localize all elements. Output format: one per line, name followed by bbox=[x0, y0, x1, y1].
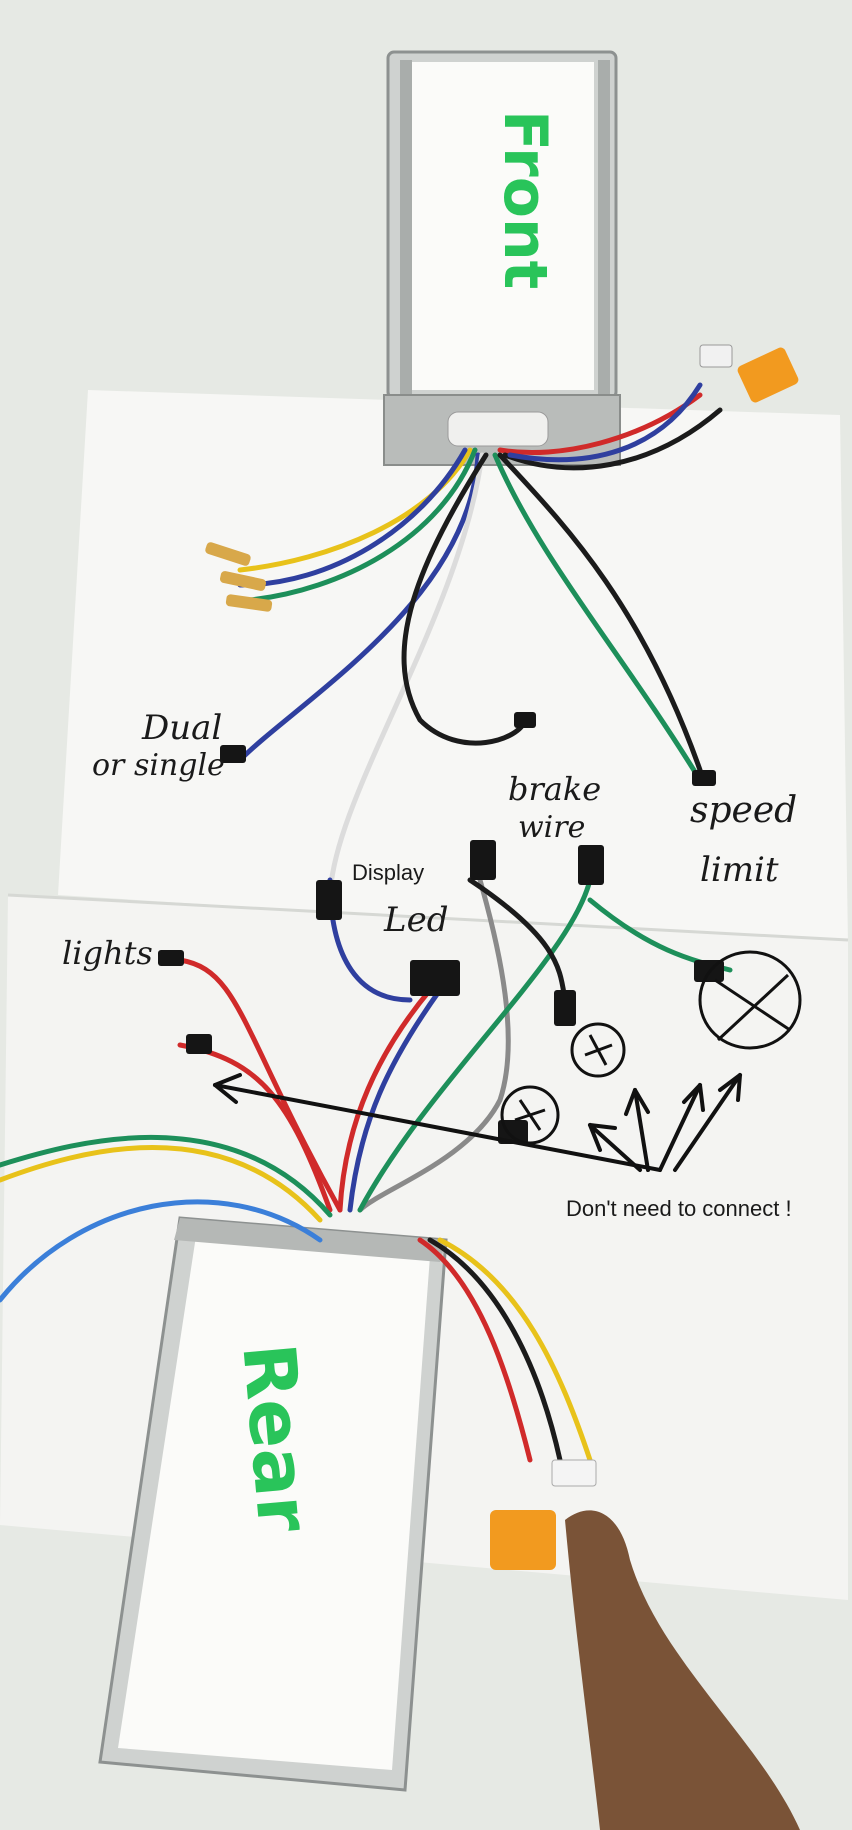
label-brake: brake bbox=[508, 770, 602, 808]
paper-sheet-top bbox=[58, 390, 848, 945]
wire-bundle-middle bbox=[0, 877, 733, 1463]
label-display: Display bbox=[352, 860, 425, 885]
connector-plugs bbox=[158, 712, 724, 1144]
motor-bullet-connectors bbox=[205, 542, 273, 612]
front-label: Front bbox=[490, 110, 560, 290]
wire-bundle-front bbox=[237, 382, 723, 903]
label-dont-need-to-connect: Don't need to connect ! bbox=[566, 1196, 792, 1221]
finger bbox=[565, 1510, 800, 1830]
front-plug-small bbox=[699, 344, 733, 368]
rear-power-connector bbox=[490, 1510, 556, 1570]
rear-plug-small bbox=[551, 1459, 597, 1487]
label-lights: lights bbox=[62, 934, 153, 972]
label-speed: speed bbox=[690, 790, 798, 831]
label-wire: wire bbox=[518, 810, 586, 845]
crossed-out-marks bbox=[500, 950, 802, 1145]
label-or-single: or single bbox=[92, 748, 225, 783]
rear-label: Rear bbox=[226, 1340, 327, 1535]
arrows-dont-connect bbox=[213, 1073, 742, 1172]
paper-fold bbox=[7, 893, 849, 942]
label-dual: Dual bbox=[142, 708, 223, 748]
front-controller bbox=[383, 50, 621, 466]
label-led: Led bbox=[384, 900, 449, 940]
label-limit: limit bbox=[700, 850, 779, 890]
rear-controller bbox=[98, 1216, 448, 1792]
front-power-connector bbox=[737, 347, 799, 403]
